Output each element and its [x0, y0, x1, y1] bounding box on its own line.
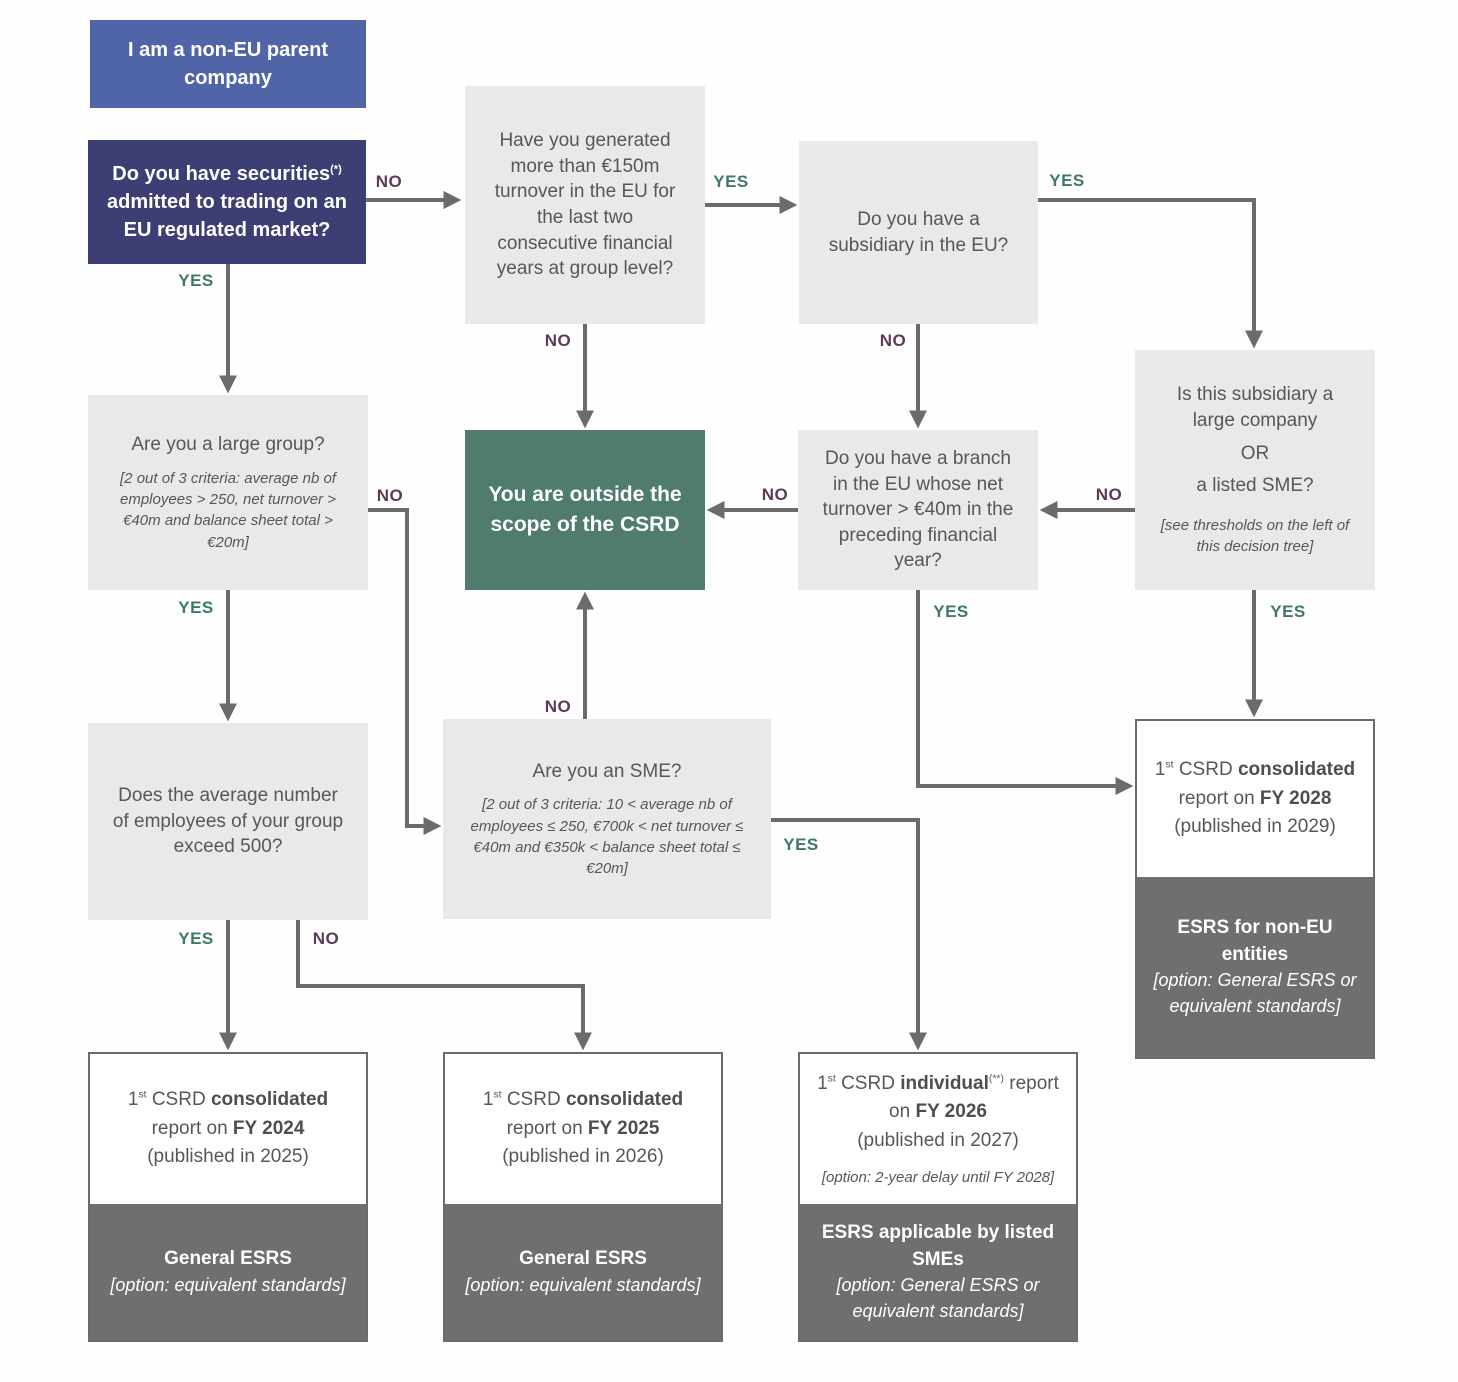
edge-label-no-sme: NO	[544, 697, 572, 716]
node-branch-40m: Do you have a branch in the EU whose net…	[798, 430, 1038, 590]
sme-title: Are you an SME?	[532, 760, 682, 782]
result-fy2024-text: 1st CSRD consolidated report on FY 2024 …	[127, 1089, 329, 1168]
edge-label-yes-branch: YES	[933, 602, 969, 621]
edge-label-yes-securities: YES	[178, 271, 214, 290]
edge-label-yes-sme: YES	[783, 835, 819, 854]
node-turnover-text: Have you generated more than €150m turno…	[494, 130, 676, 280]
edge-label-no-subsidiary: NO	[879, 331, 907, 350]
edge-label-yes-subsidiarysize: YES	[1270, 602, 1306, 621]
node-employees-500: Does the average number of employees of …	[88, 723, 368, 920]
result-fy2025: 1st CSRD consolidated report on FY 2025 …	[443, 1052, 723, 1342]
branch-text: Do you have a branch in the EU whose net…	[822, 447, 1014, 572]
edge-label-yes-largegroup: YES	[178, 598, 214, 617]
large-group-criteria: [2 out of 3 criteria: average nb of empl…	[120, 469, 336, 551]
edge-label-no-subsidiarysize: NO	[1095, 485, 1123, 504]
result-fy2028-text: 1st CSRD consolidated report on FY 2028 …	[1154, 759, 1356, 838]
node-sme: Are you an SME? [2 out of 3 criteria: 10…	[443, 719, 771, 919]
subsidiary-size-note: [see thresholds on the left of this deci…	[1160, 516, 1350, 556]
start-badge: I am a non-EU parent company	[90, 20, 366, 108]
subsidiary-size-line2: a listed SME?	[1196, 475, 1314, 497]
arrow-branch-yes-fy2028	[916, 590, 1134, 795]
result-fy2024-footer: General ESRS [option: equivalent standar…	[90, 1204, 366, 1340]
node-subsidiary-eu: Do you have a subsidiary in the EU?	[799, 141, 1038, 324]
result-fy2024: 1st CSRD consolidated report on FY 2024 …	[88, 1052, 368, 1342]
node-subsidiary-size: Is this subsidiary a large company OR a …	[1135, 350, 1375, 590]
node-large-group: Are you a large group? [2 out of 3 crite…	[88, 395, 368, 590]
result-fy2026-footer: ESRS applicable by listed SMEs [option: …	[800, 1204, 1076, 1340]
arrow-subsidiary-yes-subsidiarysize	[1038, 198, 1263, 349]
result-fy2026: 1st CSRD individual(**) report on FY 202…	[798, 1052, 1078, 1342]
edge-label-no-securities: NO	[375, 172, 403, 191]
edge-label-yes-employees: YES	[178, 929, 214, 948]
result-fy2028: 1st CSRD consolidated report on FY 2028 …	[1135, 719, 1375, 1059]
node-subsidiary-text: Do you have a subsidiary in the EU?	[828, 208, 1009, 256]
edge-label-no-turnover: NO	[544, 331, 572, 350]
result-fy2028-footer: ESRS for non-EU entities [option: Genera…	[1137, 877, 1373, 1057]
node-outside-scope: You are outside the scope of the CSRD	[465, 430, 705, 590]
edge-label-yes-turnover: YES	[713, 172, 749, 191]
arrow-largegroup-no-sme	[368, 508, 442, 835]
result-fy2025-footer: General ESRS [option: equivalent standar…	[445, 1204, 721, 1340]
node-securities-listed: Do you have securities(*) admitted to tr…	[88, 140, 366, 264]
sme-criteria: [2 out of 3 criteria: 10 < average nb of…	[470, 796, 744, 878]
edge-label-no-largegroup: NO	[376, 486, 404, 505]
subsidiary-size-or: OR	[1240, 442, 1270, 464]
subsidiary-size-line1: Is this subsidiary a large company	[1176, 384, 1334, 432]
result-fy2026-text: 1st CSRD individual(**) report on FY 202…	[817, 1072, 1059, 1187]
node-turnover-150m: Have you generated more than €150m turno…	[465, 86, 705, 324]
outside-scope-text: You are outside the scope of the CSRD	[488, 482, 682, 536]
arrow-sme-yes-fy2026	[771, 818, 927, 1051]
large-group-title: Are you a large group?	[131, 434, 325, 456]
edge-label-no-employees: NO	[312, 929, 340, 948]
employees-text: Does the average number of employees of …	[112, 785, 344, 858]
edge-label-yes-subsidiary: YES	[1049, 171, 1085, 190]
result-fy2025-text: 1st CSRD consolidated report on FY 2025 …	[482, 1089, 684, 1168]
node-securities-text: Do you have securities(*) admitted to tr…	[107, 163, 347, 241]
edge-label-no-branch: NO	[761, 485, 789, 504]
arrow-employees-no-fy2025	[296, 920, 592, 1051]
